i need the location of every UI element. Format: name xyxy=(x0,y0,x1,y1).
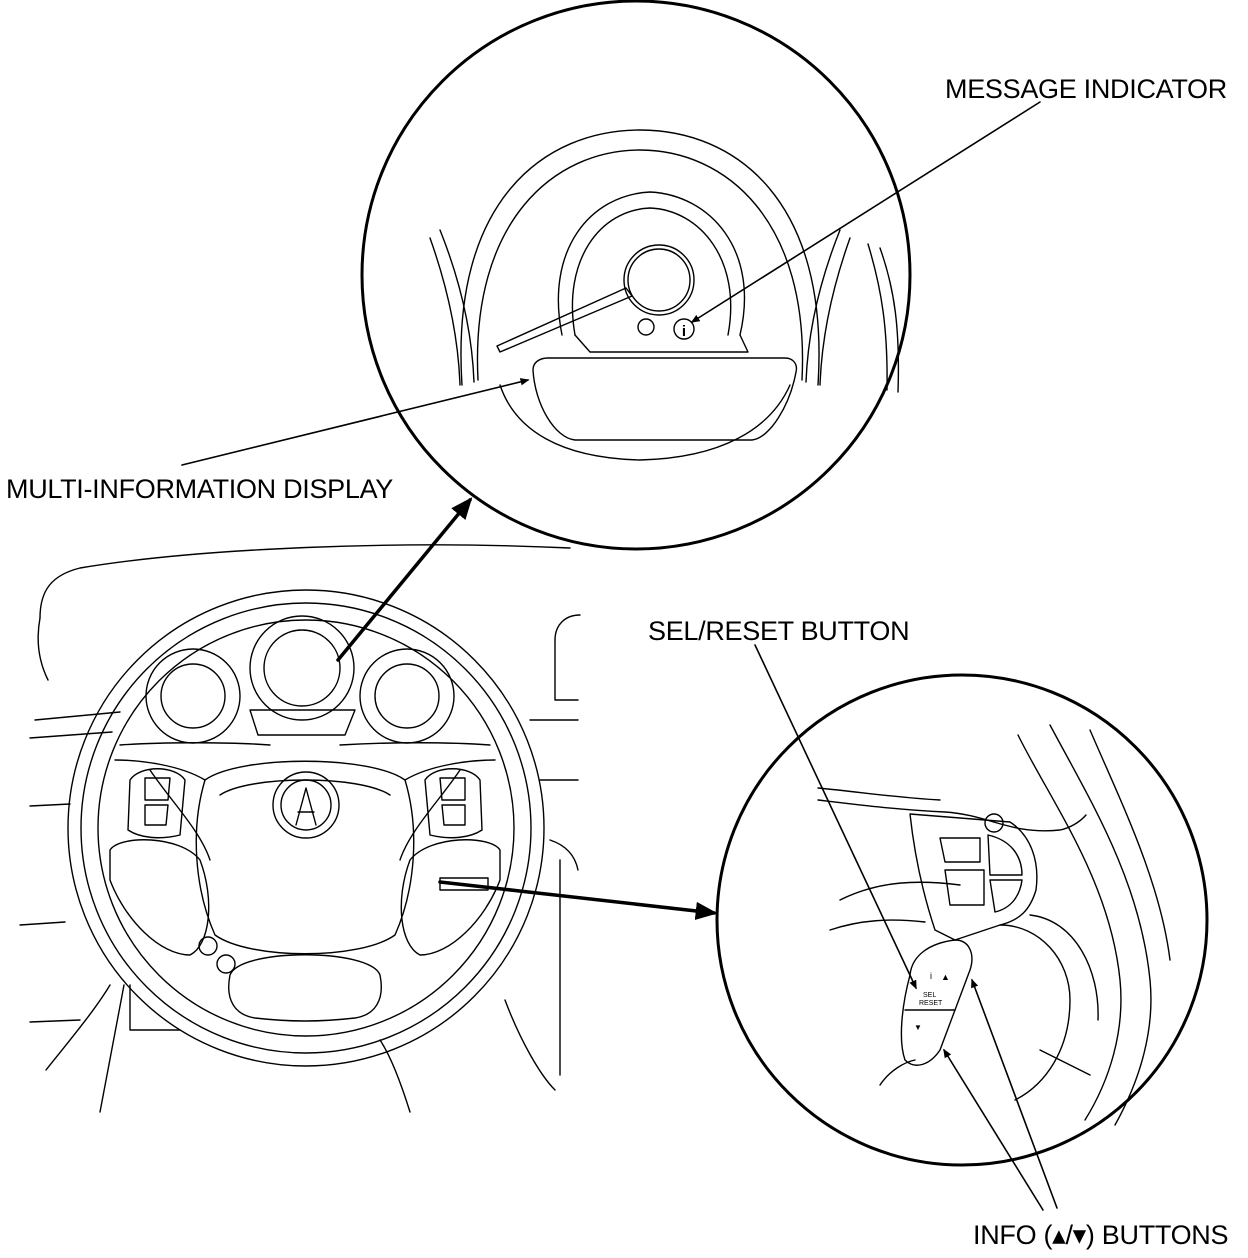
leader-multi-information-display xyxy=(181,378,530,466)
magnify-arrow-cluster xyxy=(336,497,473,662)
sel-reset-button-label: SEL/RESET BUTTON xyxy=(648,616,910,646)
magnify-arrow-controls xyxy=(438,880,718,921)
multi-information-display-label: MULTI-INFORMATION DISPLAY xyxy=(6,474,394,504)
leader-info-up xyxy=(971,978,1058,1209)
up-arrow-icon: ▲ xyxy=(941,972,950,982)
info-indicator-icon: i xyxy=(682,323,686,340)
sel-marking: SEL xyxy=(923,992,936,999)
leader-info-down xyxy=(943,1048,1044,1211)
button-info-up-marking: i xyxy=(930,971,932,981)
magnify-arrows xyxy=(336,497,718,921)
cluster-detail-circle: i xyxy=(360,0,912,551)
leader-message-indicator xyxy=(690,101,1041,323)
reset-marking: RESET xyxy=(919,1000,943,1007)
dashboard-illustration xyxy=(19,544,581,1113)
leader-sel-reset-button xyxy=(754,644,917,990)
down-arrow-icon: ▼ xyxy=(914,1023,922,1032)
message-indicator-label: MESSAGE INDICATOR xyxy=(945,74,1227,104)
callout-leaders xyxy=(181,101,1058,1211)
steering-controls-detail-circle: i ▲ SEL RESET ▼ xyxy=(715,673,1209,1167)
info-buttons-label: INFO (▴/▾) BUTTONS xyxy=(973,1220,1229,1250)
